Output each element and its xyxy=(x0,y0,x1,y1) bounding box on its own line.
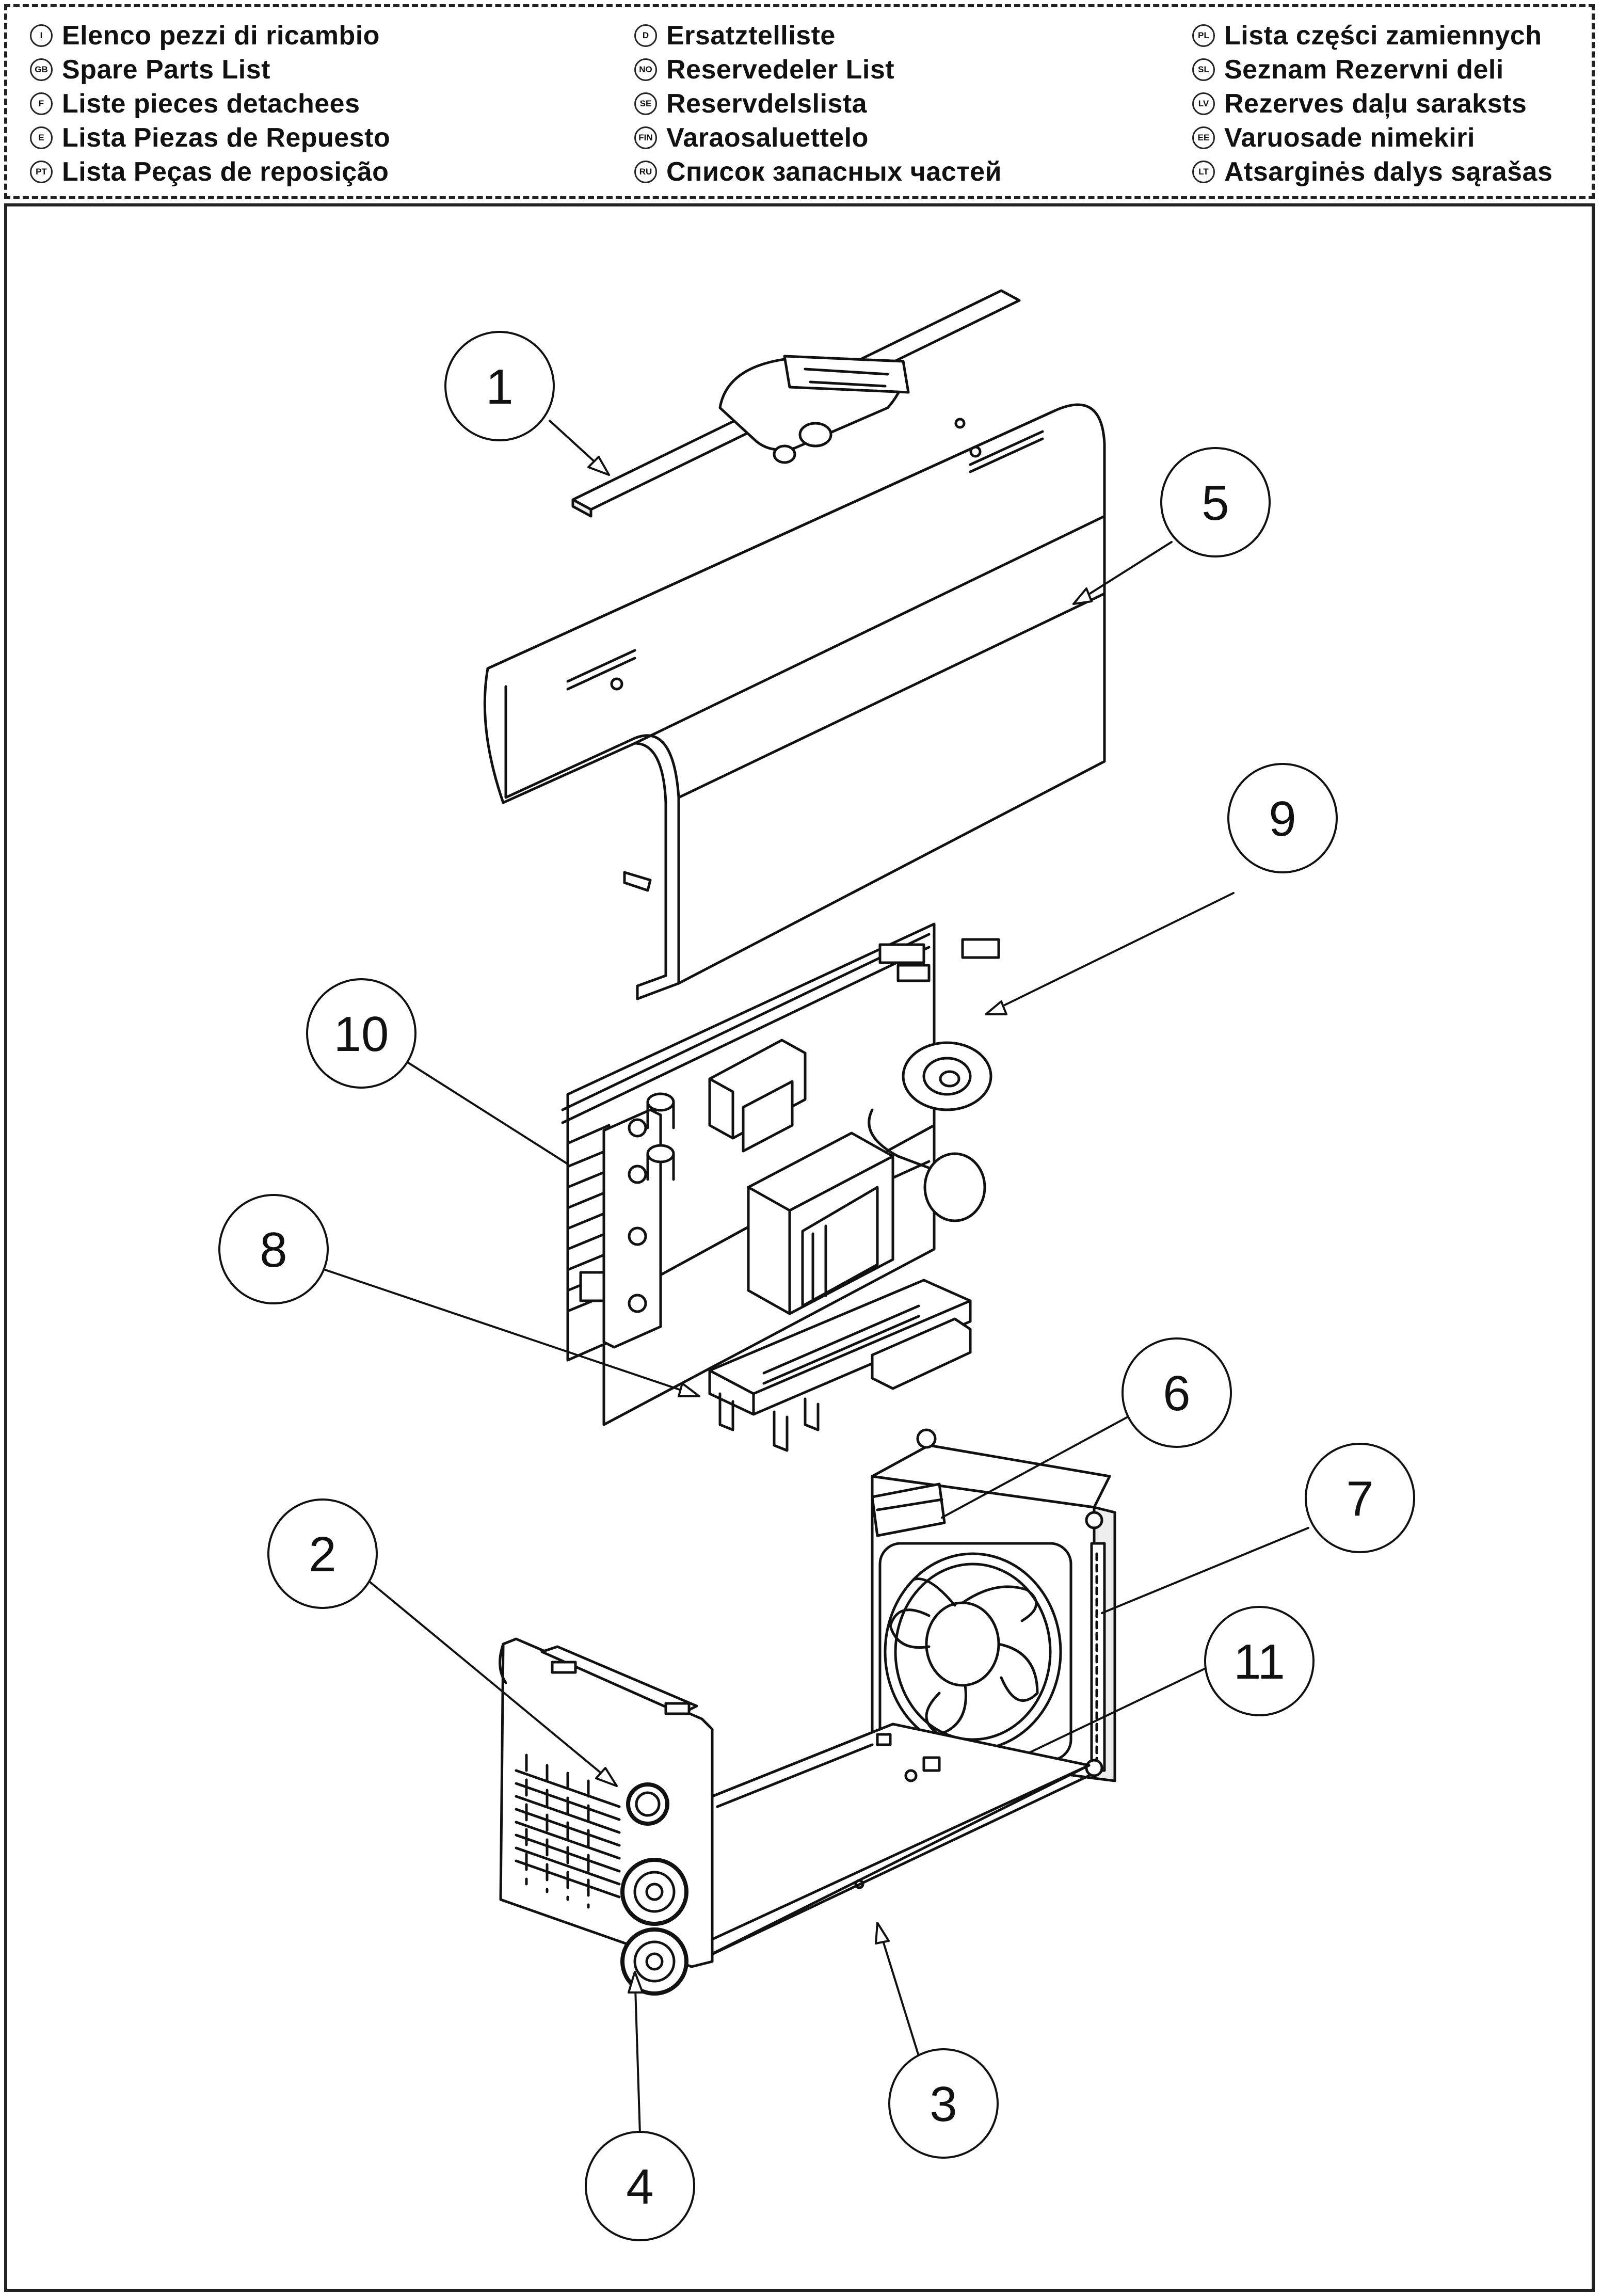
language-row: FIN Varaosaluettelo xyxy=(634,121,1002,155)
language-title: Spare Parts List xyxy=(62,55,270,85)
language-row: RU Список запасных частей xyxy=(634,155,1002,189)
language-title: Varuosade nimekiri xyxy=(1224,123,1475,153)
language-column-2: D Ersatztelliste NO Reservedeler List SE Re… xyxy=(634,19,1002,189)
language-row: NO Reservedeler List xyxy=(634,53,1002,87)
language-row: E Lista Piezas de Repuesto xyxy=(30,121,390,155)
small-transformer xyxy=(708,1039,807,1153)
language-code-badge: PT xyxy=(30,161,53,183)
front-panel xyxy=(499,1637,714,1968)
main-transformer xyxy=(747,1131,894,1315)
callout-9-label: 9 xyxy=(1269,791,1296,847)
part-10-heatsink xyxy=(566,1092,675,1362)
language-title: Liste pieces detachees xyxy=(62,89,360,119)
callout-1-label: 1 xyxy=(486,359,513,414)
language-title: Reservedeler List xyxy=(666,55,895,85)
language-title: Список запасных частей xyxy=(666,157,1002,187)
callout-7-label: 7 xyxy=(1346,1471,1373,1526)
callout-circles xyxy=(218,331,1415,2241)
language-code-badge: SE xyxy=(634,92,657,115)
language-title: Varaosaluettelo xyxy=(666,123,869,153)
language-code-badge: SL xyxy=(1192,58,1215,81)
part-2-knob xyxy=(626,1782,669,1826)
callout-2-label: 2 xyxy=(309,1527,336,1582)
language-title: Lista Piezas de Repuesto xyxy=(62,123,391,153)
part-3-base xyxy=(685,1723,1091,1963)
language-title: Lista części zamiennych xyxy=(1224,21,1542,51)
language-title: Lista Peças de reposição xyxy=(62,157,389,187)
language-column-1: I Elenco pezzi di ricambio GB Spare Parts … xyxy=(30,19,390,189)
language-header: I Elenco pezzi di ricambio GB Spare Parts … xyxy=(4,4,1595,199)
callout-4-label: 4 xyxy=(626,2159,653,2214)
language-column-3: PL Lista części zamiennych SL Seznam Rezer… xyxy=(1192,19,1552,189)
language-row: I Elenco pezzi di ricambio xyxy=(30,19,390,53)
language-code-badge: PL xyxy=(1192,24,1215,47)
callout-10-label: 10 xyxy=(334,1007,389,1062)
part-6-fan xyxy=(871,1482,1072,1762)
callout-11-label: 11 xyxy=(1233,1634,1285,1689)
language-code-badge: GB xyxy=(30,58,53,81)
language-code-badge: NO xyxy=(634,58,657,81)
callout-numbers: 1 2 3 4 5 6 7 8 9 10 11 xyxy=(260,359,1373,2214)
language-row: PL Lista części zamiennych xyxy=(1192,19,1552,53)
part-4-output-sockets xyxy=(620,1858,688,1996)
language-code-badge: I xyxy=(30,24,53,47)
language-code-badge: E xyxy=(30,126,53,149)
language-title: Elenco pezzi di ricambio xyxy=(62,21,380,51)
language-row: PT Lista Peças de reposição xyxy=(30,155,390,189)
language-row: SE Reservdelslista xyxy=(634,87,1002,121)
drawing-frame xyxy=(4,203,1595,2292)
callout-6-label: 6 xyxy=(1163,1366,1190,1421)
language-code-badge: LT xyxy=(1192,161,1215,183)
language-title: Ersatztelliste xyxy=(666,21,836,51)
language-title: Reservdelslista xyxy=(666,89,868,119)
callout-8-label: 8 xyxy=(260,1222,287,1278)
language-row: F Liste pieces detachees xyxy=(30,87,390,121)
language-code-badge: D xyxy=(634,24,657,47)
language-code-badge: RU xyxy=(634,161,657,183)
language-row: EE Varuosade nimekiri xyxy=(1192,121,1552,155)
language-title: Seznam Rezervni deli xyxy=(1224,55,1504,85)
language-code-badge: F xyxy=(30,92,53,115)
language-code-badge: LV xyxy=(1192,92,1215,115)
language-code-badge: FIN xyxy=(634,126,657,149)
part-8-bracket xyxy=(708,1279,972,1452)
language-row: GB Spare Parts List xyxy=(30,53,390,87)
language-title: Atsarginės dalys sąrašas xyxy=(1224,157,1553,187)
leader-lines xyxy=(324,420,1309,2135)
language-row: LT Atsarginės dalys sąrašas xyxy=(1192,155,1552,189)
language-row: SL Seznam Rezervni deli xyxy=(1192,53,1552,87)
language-code-badge: EE xyxy=(1192,126,1215,149)
part-5-top-cover xyxy=(483,403,1106,1000)
language-title: Rezerves daļu saraksts xyxy=(1224,89,1527,119)
language-row: LV Rezerves daļu saraksts xyxy=(1192,87,1552,121)
callout-3-label: 3 xyxy=(930,2077,957,2132)
language-row: D Ersatztelliste xyxy=(634,19,1002,53)
part-1-handle-strap xyxy=(571,289,1021,518)
callout-5-label: 5 xyxy=(1202,475,1229,531)
